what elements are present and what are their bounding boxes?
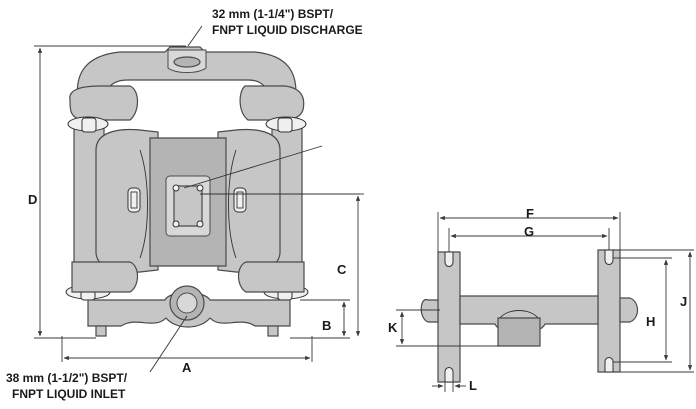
dimension-j-label: J <box>680 294 687 309</box>
left-housing-clamp <box>127 187 141 213</box>
right-housing-clamp <box>233 187 247 213</box>
bolt-icon <box>172 220 180 228</box>
inlet-leader-line <box>149 315 188 373</box>
dimension-k-label: K <box>388 320 398 335</box>
leader-line <box>183 145 323 189</box>
upper-left-elbow <box>69 85 139 121</box>
right-flange-slot-top <box>604 249 614 265</box>
front-view-dimensions <box>34 25 364 373</box>
discharge-opening <box>173 56 201 68</box>
discharge-callout-line2: FNPT LIQUID DISCHARGE <box>212 23 363 37</box>
left-flange-slot-top <box>444 251 454 267</box>
dimension-b-label: B <box>322 318 331 333</box>
side-view <box>420 249 639 383</box>
air-valve-plate <box>173 185 203 227</box>
side-manifold-right-cap <box>619 297 639 323</box>
side-manifold <box>420 299 439 323</box>
inlet-opening <box>176 292 198 314</box>
lower-right-elbow <box>237 261 305 293</box>
bolt-icon <box>196 220 204 228</box>
side-contour <box>499 310 539 319</box>
left-foot <box>95 325 107 337</box>
upper-left-clamp <box>67 116 109 133</box>
dimension-l-label: L <box>469 378 477 393</box>
dimension-h-label: H <box>646 314 655 329</box>
bolt-icon <box>172 184 180 192</box>
dimension-g-label: G <box>524 224 534 239</box>
front-view <box>65 46 360 337</box>
bolt-icon <box>196 184 204 192</box>
left-flange-slot-bottom <box>444 367 454 383</box>
upper-right-elbow <box>239 85 305 121</box>
dimension-c-label: C <box>337 262 347 277</box>
discharge-callout-line1: 32 mm (1-1/4") BSPT/ <box>212 7 334 21</box>
discharge-leader-line <box>187 25 203 47</box>
dimension-f-label: F <box>526 206 534 221</box>
right-foot <box>267 325 279 337</box>
dimension-d-label: D <box>28 192 37 207</box>
side-view-dimensions <box>396 212 694 392</box>
dimension-a-label: A <box>182 360 192 375</box>
right-flange <box>597 249 621 373</box>
housing-contour <box>139 149 148 259</box>
inlet-callout-line2: FNPT LIQUID INLET <box>12 387 126 401</box>
upper-right-clamp <box>265 116 307 133</box>
right-flange-slot-bottom <box>604 357 614 373</box>
inlet-callout-line1: 38 mm (1-1/2") BSPT/ <box>6 371 128 385</box>
left-flange <box>437 251 461 383</box>
side-inlet-block <box>497 317 541 347</box>
right-diaphragm-housing <box>217 128 281 273</box>
housing-contour <box>228 149 237 259</box>
left-diaphragm-housing <box>95 128 159 273</box>
lower-left-elbow <box>71 261 139 293</box>
